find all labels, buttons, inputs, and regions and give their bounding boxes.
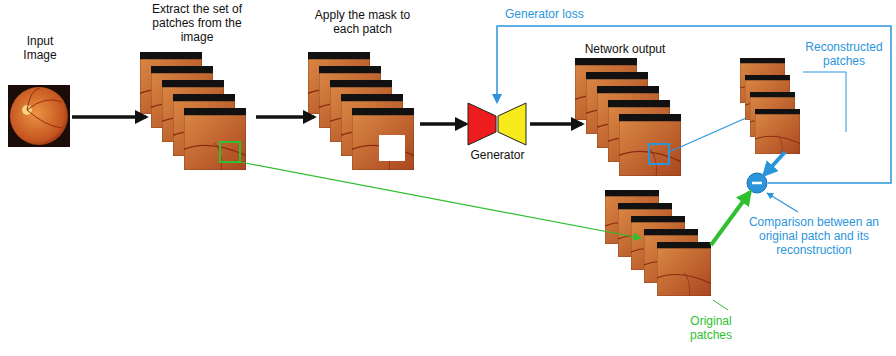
- node-label: Generator: [460, 148, 535, 162]
- connector-arrow: [711, 192, 750, 245]
- reconstructed-node: Reconstructed patches: [738, 38, 888, 160]
- reconstructed-stack: [740, 58, 800, 154]
- edge-label: Generator loss: [503, 7, 586, 21]
- node-label: Reconstructed patches: [800, 40, 888, 68]
- patch-stack: [140, 52, 246, 170]
- connector-arrow: [764, 152, 785, 175]
- subtract-circle: [747, 173, 767, 193]
- bracket-line: [713, 300, 728, 310]
- connector-arrow: [530, 122, 582, 126]
- generator-symbol: [468, 103, 526, 145]
- original-patch-stack: [605, 190, 711, 296]
- patch-stack-node: Extract the set of patches from the imag…: [135, 2, 260, 180]
- connector-arrow: [497, 26, 891, 183]
- connector-arrow: [240, 162, 640, 238]
- connector-arrow: [420, 122, 466, 126]
- node-label: Input Image: [17, 34, 63, 62]
- connector-arrow: [256, 115, 314, 119]
- fundus-image: [8, 85, 70, 147]
- leader-arrow: [767, 193, 798, 212]
- node-label: Apply the mask to each patch: [310, 8, 415, 36]
- mask-stack-node: Apply the mask to each patch: [300, 5, 425, 180]
- image-node: Input Image: [5, 30, 75, 150]
- node-label: Original patches: [676, 314, 746, 342]
- node-label: Network output: [565, 42, 685, 56]
- original-stack-node: Original patches: [598, 186, 748, 354]
- node-label: Extract the set of patches from the imag…: [147, 2, 247, 44]
- masked-patch-stack: [308, 52, 414, 170]
- generator-node: Generator: [460, 98, 535, 166]
- output-stack-node: Network output: [565, 40, 685, 180]
- connector-arrow: [669, 118, 746, 152]
- bracket-line: [803, 72, 846, 132]
- node-label: Comparison between an original patch and…: [738, 215, 890, 257]
- connector-arrow: [72, 115, 146, 119]
- output-patch-stack: [575, 58, 681, 176]
- comparison-node: Comparison between an original patch and…: [728, 170, 890, 265]
